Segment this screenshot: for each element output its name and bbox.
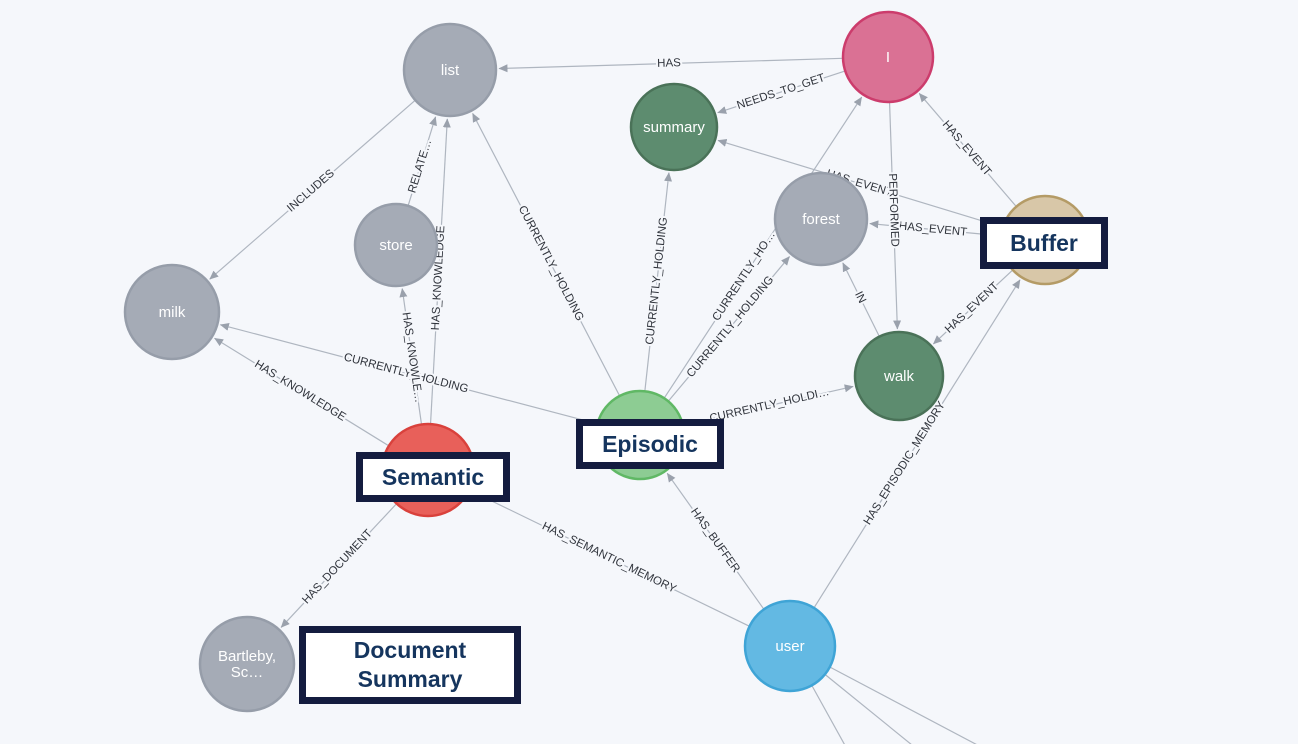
node-i[interactable]: I (841, 10, 935, 104)
edge-list-milk[interactable] (209, 99, 416, 280)
edge-episodic-i[interactable] (663, 96, 863, 399)
node-circle-i[interactable] (841, 10, 935, 104)
edge-semantic-store[interactable] (399, 288, 423, 425)
edge-label-buffer-i[interactable]: HAS_EVENT (938, 117, 996, 181)
edge-label-walk-forest[interactable]: IN (850, 288, 870, 308)
node-user[interactable]: user (743, 599, 837, 693)
edge-semantic-list[interactable] (429, 118, 451, 425)
edge-label-store-list[interactable]: RELATE… (404, 136, 436, 196)
edge-label-buffer-walk[interactable]: HAS_EVENT (941, 278, 1003, 337)
node-list[interactable]: list (402, 22, 498, 118)
annotation-document-summary: Document Summary (299, 626, 521, 704)
edge-label-user-episodic[interactable]: HAS_BUFFER (686, 504, 744, 577)
node-walk[interactable]: walk (853, 330, 945, 422)
edge-semantic-bartleby[interactable] (280, 503, 398, 628)
edge-store-list[interactable] (407, 116, 437, 206)
edge-buffer-forest[interactable] (869, 220, 1002, 237)
node-milk[interactable]: milk (123, 263, 221, 361)
edge-label-i-summary[interactable]: NEEDS_TO_GET (734, 70, 829, 114)
edge-label-semantic-store[interactable]: HAS_KNOWLE… (398, 309, 427, 405)
node-circle-summary[interactable] (629, 82, 719, 172)
edge-user-semantic[interactable] (471, 490, 750, 627)
edge-user-buffer[interactable] (813, 279, 1021, 609)
edge-user-offscreen[interactable] (829, 666, 1002, 744)
edge-label-semantic-milk[interactable]: HAS_KNOWLEDGE (250, 356, 350, 425)
edge-user-offscreen[interactable] (811, 685, 852, 744)
edge-labels-layer: HAS NEEDS_TO_GET HAS_EVENT HAS_EVENT HAS_EVE… (250, 55, 1003, 609)
node-circle-bartleby[interactable] (198, 615, 296, 713)
edge-label-user-semantic[interactable]: HAS_SEMANTIC_MEMORY (538, 518, 680, 597)
node-forest[interactable]: forest (773, 171, 869, 267)
edge-user-offscreen[interactable] (824, 673, 928, 744)
edge-buffer-i[interactable] (918, 93, 1017, 207)
edge-walk-forest[interactable] (842, 262, 880, 337)
edge-label-episodic-summary[interactable]: CURRENTLY_HOLDING (642, 215, 672, 348)
node-store[interactable]: store (353, 202, 439, 288)
edge-label-i-walk[interactable]: PERFORMED (884, 171, 903, 249)
edge-label-i-list[interactable]: HAS (655, 55, 683, 72)
node-circle-user[interactable] (743, 599, 837, 693)
node-circle-walk[interactable] (853, 330, 945, 422)
annotation-buffer: Buffer (980, 217, 1108, 269)
node-circle-list[interactable] (402, 22, 498, 118)
edge-buffer-walk[interactable] (932, 269, 1014, 345)
edge-episodic-milk[interactable] (219, 323, 598, 425)
node-circle-milk[interactable] (123, 263, 221, 361)
edge-i-list[interactable] (498, 57, 844, 73)
edge-buffer-summary[interactable] (717, 139, 1004, 228)
edge-episodic-list[interactable] (472, 113, 621, 397)
node-circle-store[interactable] (353, 202, 439, 288)
edges-layer (209, 57, 1021, 744)
annotation-semantic: Semantic (356, 452, 510, 502)
edge-episodic-forest[interactable] (667, 256, 790, 402)
edge-label-buffer-forest[interactable]: HAS_EVENT (896, 218, 969, 240)
node-circle-forest[interactable] (773, 171, 869, 267)
edge-label-episodic-walk[interactable]: CURRENTLY_HOLDI… (706, 384, 832, 427)
edge-semantic-milk[interactable] (214, 337, 390, 447)
edge-label-list-milk[interactable]: INCLUDES (283, 165, 339, 216)
edge-user-episodic[interactable] (666, 472, 765, 610)
edge-i-summary[interactable] (717, 70, 846, 114)
edge-episodic-summary[interactable] (644, 172, 672, 392)
edge-i-walk[interactable] (888, 101, 902, 330)
edge-episodic-walk[interactable] (682, 384, 854, 426)
edge-label-semantic-bartleby[interactable]: HAS_DOCUMENT (298, 526, 377, 609)
edge-label-episodic-list[interactable]: CURRENTLY_HOLDING (514, 202, 588, 325)
annotation-episodic: Episodic (576, 419, 724, 469)
node-summary[interactable]: summary (629, 82, 719, 172)
node-bartleby[interactable]: Bartleby,Sc… (198, 615, 296, 713)
